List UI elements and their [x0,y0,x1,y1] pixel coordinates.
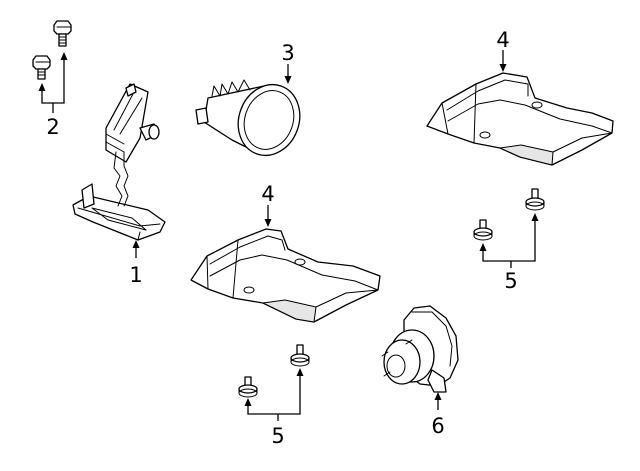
callout-3: 3 [281,41,294,65]
bracket-part-4-lower [190,228,381,323]
leader-part-5-upper [479,213,539,268]
callout-5-lower: 5 [271,424,284,448]
leader-part-2 [38,52,68,113]
leader-part-4-lower [264,205,272,227]
leader-part-5-lower [244,368,304,421]
nut-part-5-lower-right [290,344,310,367]
screw-part-2-lower [32,55,51,80]
wiring-connector [105,83,160,207]
nut-part-5-upper-left [473,219,493,241]
callout-2: 2 [46,115,59,139]
leader-part-1 [132,240,140,258]
callout-1: 1 [129,263,142,287]
callout-5-upper: 5 [504,269,517,293]
callout-4-upper: 4 [496,28,509,52]
leader-part-6 [434,392,442,410]
screw-part-2-upper [53,20,72,47]
callout-4-lower: 4 [261,182,274,206]
bracket-part-4-upper [426,72,614,166]
socket-part-6 [381,305,459,393]
lamp-housing-part-1 [72,183,166,241]
leader-part-4-upper [499,50,507,72]
nut-part-5-lower-left [238,376,258,398]
lamp-part-3 [195,79,301,157]
callout-6: 6 [431,414,444,438]
leader-part-3 [284,64,292,84]
nut-part-5-upper-right [525,188,545,211]
